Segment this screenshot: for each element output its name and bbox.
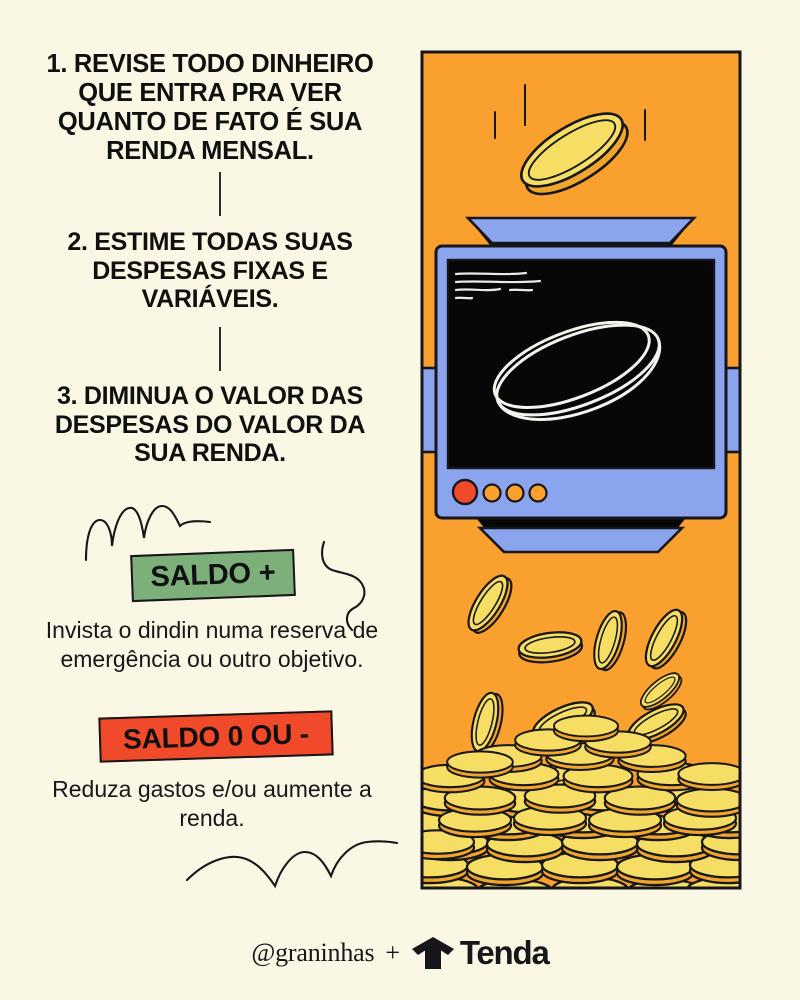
footer-credit: @graninhas + Tenda	[0, 925, 800, 980]
footer-plus: +	[385, 937, 400, 967]
badge-saldo-positivo: SALDO +	[130, 548, 296, 603]
screen-coin-outline	[492, 320, 662, 421]
outcome-positive-description: Invista o dindin numa reserva de emergên…	[45, 617, 379, 672]
step-1-text: 1. REVISE TODO DINHEIRO QUE ENTRA PRA VE…	[46, 50, 374, 166]
status-dot-3	[528, 483, 548, 503]
tenda-wordmark: Tenda	[459, 933, 550, 971]
outcome-negative-description: Reduza gastos e/ou aumente a renda.	[52, 776, 372, 831]
illustration-panel	[420, 50, 742, 890]
status-dot-2	[505, 483, 525, 503]
badge-saldo-negativo: SALDO 0 OU -	[98, 710, 334, 763]
steps-column: 1. REVISE TODO DINHEIRO QUE ENTRA PRA VE…	[0, 0, 420, 900]
badge-saldo-positivo-label: SALDO +	[149, 556, 277, 594]
screen-text-lines	[454, 271, 542, 300]
status-dot-1	[482, 483, 502, 503]
step-2-text: 2. ESTIME TODAS SUAS DESPESAS FIXAS E VA…	[67, 228, 353, 313]
footer-handle: @graninhas	[251, 937, 375, 967]
step-divider-1	[219, 172, 221, 216]
monitor-screen	[446, 258, 716, 470]
house-roof-icon	[411, 936, 454, 969]
badge-saldo-negativo-label: SALDO 0 OU -	[122, 717, 310, 755]
money-machine-illustration	[420, 50, 742, 890]
computer-monitor	[434, 244, 728, 520]
status-dot-red	[451, 478, 479, 506]
squiggle-decoration-bottom	[185, 840, 399, 889]
tenda-logo-lockup: Tenda	[411, 933, 550, 972]
top-coin	[520, 112, 629, 196]
step-divider-2	[219, 327, 221, 371]
step-3-text: 3. DIMINUA O VALOR DAS DESPESAS DO VALOR…	[54, 382, 366, 467]
motion-lines	[494, 84, 646, 141]
